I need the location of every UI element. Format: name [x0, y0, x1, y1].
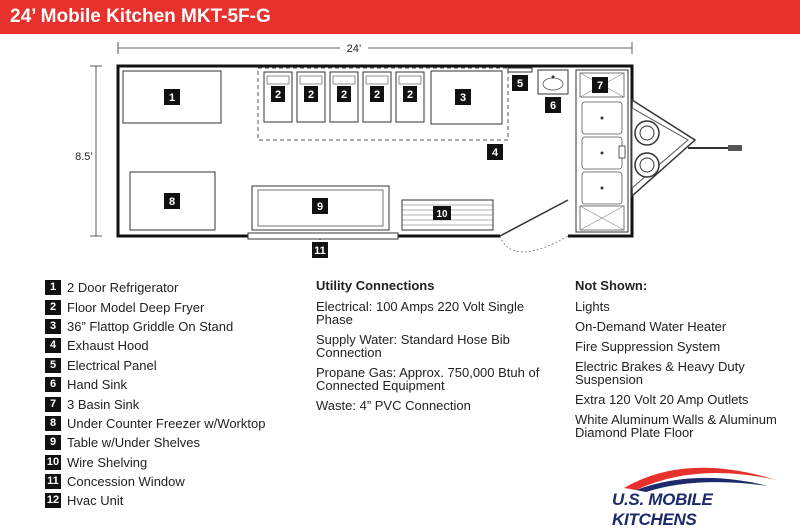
utility-item: Electrical: 100 Amps 220 Volt Single Pha… — [316, 299, 525, 327]
not-shown-item: Extra 120 Volt 20 Amp Outlets — [575, 392, 749, 407]
legend-number: 11 — [45, 474, 61, 490]
table: 9 — [251, 185, 390, 231]
label-6: 6 — [550, 100, 556, 112]
label-5: 5 — [517, 78, 523, 90]
utility-item: Supply Water: Standard Hose Bib Connecti… — [316, 332, 510, 360]
legend-number: 12 — [45, 493, 61, 509]
utility-item: Propane Gas: Approx. 750,000 Btuh of Con… — [316, 365, 540, 393]
trailer-hitch — [631, 98, 742, 198]
legend-item: 10 Wire Shelving — [45, 453, 315, 472]
fryer: 2 — [296, 71, 326, 123]
label-2: 2 — [407, 89, 413, 101]
electrical-panel: 5 — [507, 67, 533, 91]
legend-item: 4 Exhaust Hood — [45, 336, 315, 355]
label-11: 11 — [314, 245, 326, 257]
fryers: 2 2 2 2 2 — [263, 71, 425, 123]
door — [499, 199, 569, 253]
legend-label: 3 Basin Sink — [67, 396, 140, 412]
utility-connections: Utility Connections Electrical: 100 Amps… — [316, 278, 546, 419]
page-title: 24’ Mobile Kitchen MKT-5F-G — [10, 6, 271, 27]
legend-item: 1 2 Door Refrigerator — [45, 278, 315, 297]
legend-item: 3 36” Flattop Griddle On Stand — [45, 317, 315, 336]
legend-label: Wire Shelving — [67, 454, 148, 470]
floor-plan: 24’ 8.5’ 1 2 — [75, 41, 742, 258]
legend-item: 9 Table w/Under Shelves — [45, 433, 315, 452]
label-2: 2 — [308, 89, 314, 101]
legend-number: 7 — [45, 396, 61, 412]
label-1: 1 — [169, 92, 175, 104]
freezer: 8 — [129, 171, 216, 231]
legend-number: 1 — [45, 280, 61, 296]
basin-sink: 7 — [575, 69, 629, 233]
griddle: 3 — [430, 70, 503, 125]
legend-number: 2 — [45, 299, 61, 315]
label-2: 2 — [341, 89, 347, 101]
legend-number: 5 — [45, 357, 61, 373]
length-dimension: 24’ — [117, 41, 633, 55]
legend-label: Table w/Under Shelves — [67, 435, 200, 451]
legend-label: Under Counter Freezer w/Worktop — [67, 415, 266, 431]
fryer: 2 — [263, 71, 293, 123]
not-shown: Not Shown: Lights On-Demand Water Heater… — [575, 278, 795, 446]
title-banner: 24’ Mobile Kitchen MKT-5F-G — [0, 0, 800, 34]
legend-label: 36” Flattop Griddle On Stand — [67, 318, 234, 334]
not-shown-item: Lights — [575, 299, 610, 314]
utility-title: Utility Connections — [316, 278, 435, 293]
not-shown-item: White Aluminum Walls & Aluminum Diamond … — [575, 412, 777, 440]
utility-item: Waste: 4” PVC Connection — [316, 398, 471, 413]
hand-sink: 6 — [537, 69, 569, 113]
logo-text: U.S. MOBILE KITCHENS — [612, 490, 713, 529]
company-logo — [624, 467, 776, 492]
legend-number: 3 — [45, 318, 61, 334]
legend-number: 9 — [45, 435, 61, 451]
legend-label: Exhaust Hood — [67, 338, 149, 354]
wire-shelving: 10 — [401, 199, 494, 231]
legend-label: Floor Model Deep Fryer — [67, 299, 205, 315]
not-shown-item: Electric Brakes & Heavy Duty Suspension — [575, 359, 745, 387]
legend: 1 2 Door Refrigerator 2 Floor Model Deep F… — [45, 278, 315, 511]
legend-item: 8 Under Counter Freezer w/Worktop — [45, 414, 315, 433]
legend-label: Hand Sink — [67, 377, 127, 393]
legend-label: Electrical Panel — [67, 357, 157, 373]
legend-number: 4 — [45, 338, 61, 354]
label-2: 2 — [275, 89, 281, 101]
fryer: 2 — [362, 71, 392, 123]
legend-label: Hvac Unit — [67, 493, 124, 509]
fryer: 2 — [395, 71, 425, 123]
legend-item: 7 3 Basin Sink — [45, 394, 315, 413]
width-label: 8.5’ — [75, 151, 93, 163]
legend-item: 6 Hand Sink — [45, 375, 315, 394]
label-4: 4 — [492, 147, 499, 159]
legend-item: 2 Floor Model Deep Fryer — [45, 297, 315, 316]
legend-number: 8 — [45, 415, 61, 431]
not-shown-item: Fire Suppression System — [575, 339, 721, 354]
refrigerator: 1 — [122, 70, 222, 124]
legend-number: 6 — [45, 377, 61, 393]
length-label: 24’ — [347, 43, 362, 55]
label-9: 9 — [317, 201, 323, 213]
legend-number: 10 — [45, 454, 61, 470]
legend-item: 11 Concession Window — [45, 472, 315, 491]
label-8: 8 — [169, 196, 175, 208]
legend-item: 5 Electrical Panel — [45, 356, 315, 375]
legend-label: 2 Door Refrigerator — [67, 280, 179, 296]
concession-window: 11 — [247, 232, 399, 258]
fryer: 2 — [329, 71, 359, 123]
width-dimension: 8.5’ — [75, 65, 102, 237]
label-10: 10 — [436, 209, 448, 220]
not-shown-item: On-Demand Water Heater — [575, 319, 727, 334]
label-7: 7 — [597, 80, 603, 92]
label-2: 2 — [374, 89, 380, 101]
legend-label: Concession Window — [67, 474, 185, 490]
not-shown-title: Not Shown: — [575, 278, 648, 293]
legend-item: 12 Hvac Unit — [45, 491, 315, 510]
label-3: 3 — [460, 92, 466, 104]
